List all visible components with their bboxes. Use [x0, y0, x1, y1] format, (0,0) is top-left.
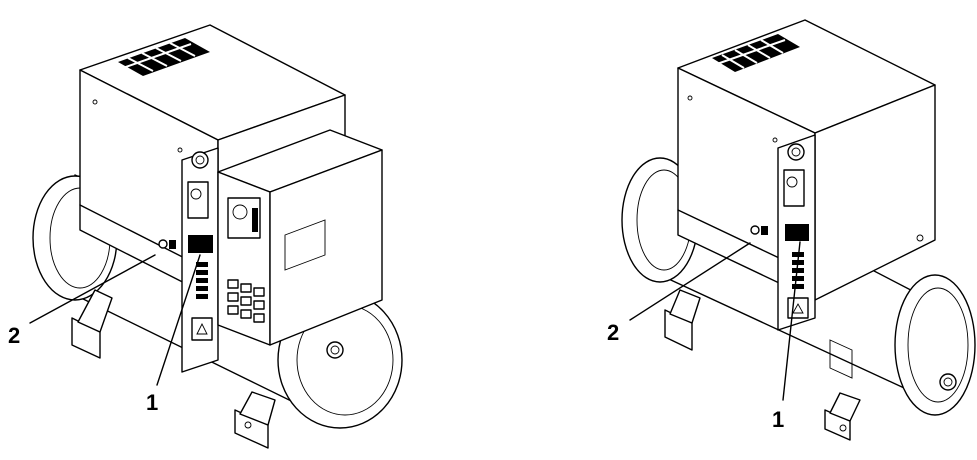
compressor-without-dryer: 2 1 — [607, 19, 976, 441]
tank-foot-right — [234, 391, 276, 449]
ventilation-grille — [712, 34, 800, 72]
leader-line-left-2 — [29, 254, 156, 324]
leader-line-right-2 — [629, 242, 751, 321]
pressure-gauge — [787, 143, 805, 161]
controller-display — [188, 235, 213, 253]
control-panel — [181, 147, 219, 373]
compressor-with-dryer: 2 1 — [8, 24, 403, 449]
callout-label-left-2: 2 — [8, 323, 20, 348]
emergency-stop-housing — [187, 181, 209, 219]
leader-line-right-1 — [782, 241, 801, 401]
callout-label-left-1: 1 — [146, 390, 158, 415]
callout-label-right-2: 2 — [607, 320, 619, 345]
callout-label-right-1: 1 — [772, 407, 784, 432]
emergency-stop-housing — [783, 169, 805, 207]
ventilation-grille — [118, 38, 210, 76]
control-panel — [777, 134, 816, 331]
warning-label — [191, 317, 213, 341]
tank-foot-right — [824, 392, 861, 441]
pressure-gauge — [191, 151, 209, 169]
refrigerant-dryer — [217, 129, 383, 346]
warning-label — [787, 297, 809, 319]
controller-display — [785, 224, 809, 241]
tank-foot-left — [664, 289, 701, 351]
tank-foot-left — [71, 289, 113, 359]
dryer-vent-grid — [227, 279, 265, 323]
control-buttons — [196, 262, 208, 299]
leader-line-left-1 — [156, 254, 201, 386]
